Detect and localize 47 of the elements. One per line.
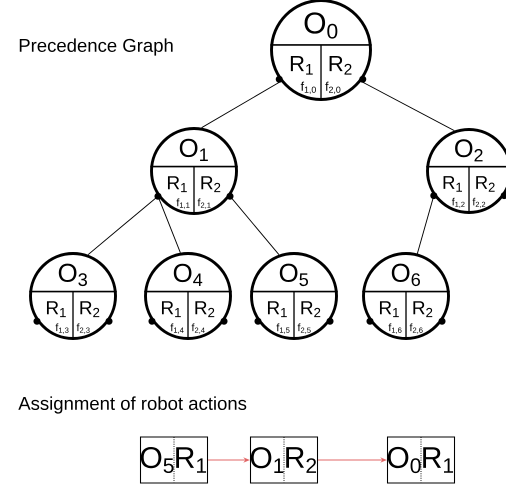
robot-label: R$_{1}$ [162, 301, 181, 318]
cost-label: f$_{1,2}$ [452, 198, 465, 208]
robot-label: R$_{2}$ [330, 56, 352, 75]
connector [88, 196, 158, 256]
operation-label: O$_{4}$ [174, 264, 202, 286]
robot-label: R$_{2}$ [80, 301, 100, 318]
operation-label: O$_{0}$ [388, 446, 421, 474]
cost-label: f$_{2,3}$ [76, 323, 90, 334]
robot-label: R$_{2}$ [476, 176, 495, 192]
robot-label: R$_{1}$ [423, 447, 454, 473]
robot-label: R$_{1}$ [290, 56, 313, 75]
robot-label: R$_{2}$ [195, 301, 214, 318]
cost-label: f$_{2,5}$ [298, 323, 311, 334]
connector [230, 196, 280, 256]
robot-label: R$_{1}$ [268, 301, 287, 318]
robot-label: R$_{1}$ [168, 176, 187, 192]
section-heading: Assignment of robot actions [18, 396, 246, 414]
cost-label: f$_{2,6}$ [410, 323, 423, 334]
connector [201, 80, 282, 128]
cost-label: f$_{2,0}$ [325, 82, 340, 94]
operation-label: O$_{1}$ [250, 447, 284, 473]
cost-label: f$_{1,0}$ [300, 82, 316, 94]
cost-label: f$_{1,5}$ [276, 323, 290, 334]
robot-label: R$_{2}$ [301, 301, 320, 318]
robot-label: R$_{1}$ [380, 301, 399, 318]
cost-label: f$_{1,3}$ [56, 323, 69, 334]
robot-label: R$_{1}$ [46, 301, 66, 318]
section-heading: Precedence Graph [20, 38, 173, 56]
cost-label: f$_{2,1}$ [198, 198, 211, 209]
operation-label: O$_{5}$ [140, 446, 174, 474]
cost-label: f$_{1,6}$ [388, 323, 402, 334]
robot-label: R$_{1}$ [176, 447, 206, 473]
robot-label: R$_{2}$ [286, 447, 316, 473]
operation-label: O$_{3}$ [58, 264, 87, 286]
operation-label: O$_{0}$ [304, 12, 338, 39]
cost-label: f$_{1,4}$ [170, 323, 184, 334]
connector [360, 80, 455, 132]
cost-label: f$_{1,1}$ [176, 198, 190, 209]
operation-label: O$_{2}$ [455, 139, 483, 162]
cost-label: f$_{2,4}$ [192, 323, 205, 334]
operation-label: O$_{1}$ [180, 138, 208, 161]
cost-label: f$_{2,2}$ [472, 198, 486, 208]
robot-label: R$_{2}$ [201, 176, 220, 192]
robot-label: R$_{2}$ [413, 301, 432, 318]
operation-label: O$_{6}$ [392, 264, 420, 286]
operation-label: O$_{5}$ [280, 264, 308, 286]
robot-label: R$_{1}$ [444, 176, 462, 192]
